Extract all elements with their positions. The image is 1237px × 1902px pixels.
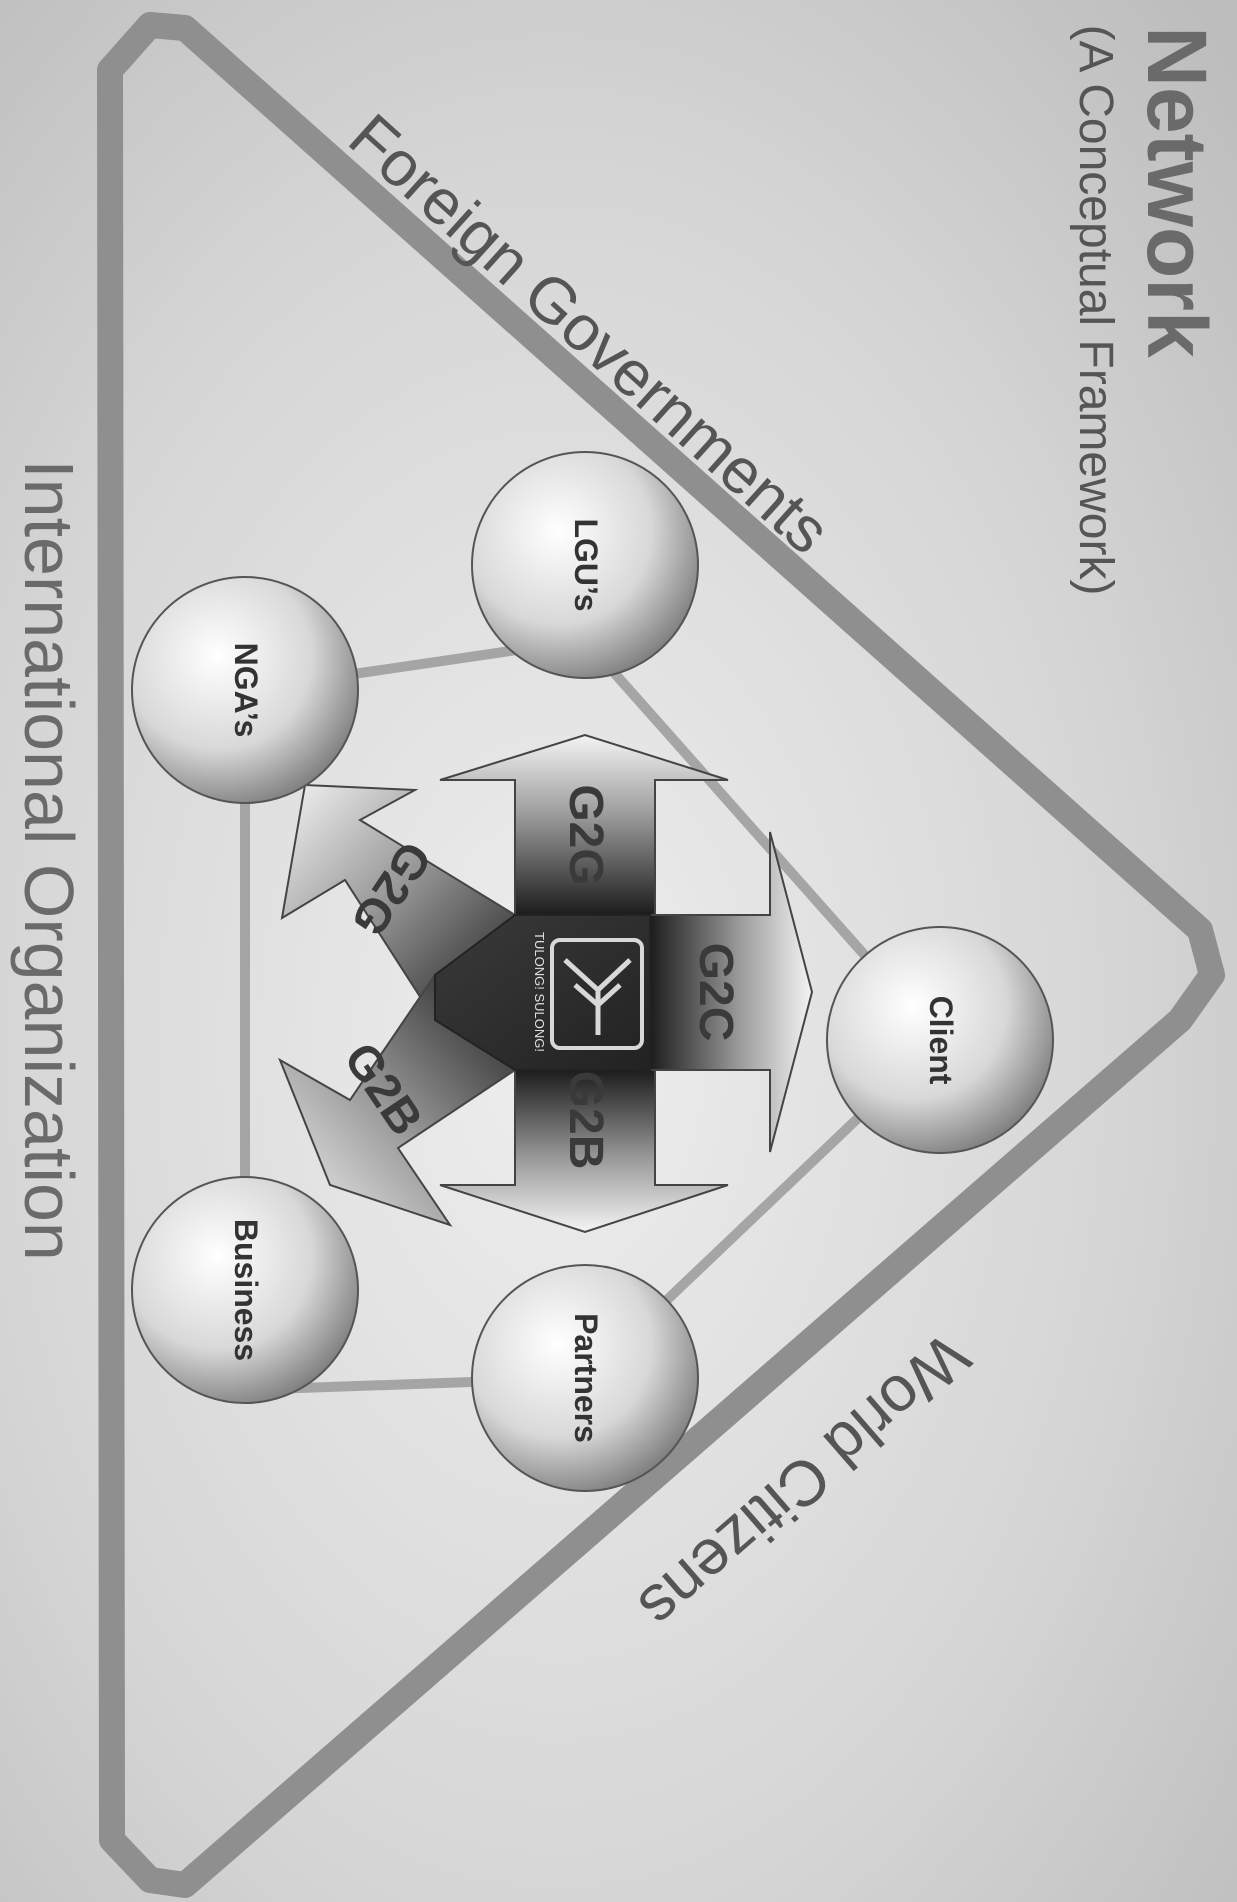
label-g2g-lgu: G2G [559, 784, 612, 885]
node-ngas: NGA’s [131, 576, 359, 804]
center-logo: TULONG! SULONG! [532, 932, 644, 1052]
node-partners-label: Partners [568, 1313, 604, 1443]
arrow-to-business [278, 973, 517, 1227]
arrow-to-lgus [439, 733, 729, 916]
label-g2b-partners: G2B [559, 1071, 612, 1170]
node-business: Business [131, 1176, 359, 1404]
outer-triangle [97, 12, 1225, 1898]
arrow-to-client [649, 831, 814, 1153]
page-title: Network [1130, 26, 1224, 358]
outer-label-bottom: International Organization [10, 459, 88, 1261]
node-lgus-label: LGU’s [568, 518, 604, 611]
node-client: Client [826, 926, 1054, 1154]
node-client-label: Client [923, 996, 959, 1085]
arrow-to-partners [439, 1069, 729, 1234]
node-business-label: Business [228, 1219, 264, 1361]
node-lgus: LGU’s [471, 451, 699, 679]
label-g2c-client: G2C [689, 943, 742, 1042]
node-ngas-label: NGA’s [228, 643, 264, 738]
logo-emblem-icon [563, 958, 632, 1035]
logo-text: TULONG! SULONG! [532, 932, 547, 1052]
logo-frame [550, 938, 644, 1050]
node-partners: Partners [471, 1264, 699, 1492]
page-subtitle: (A Conceptual Framework) [1069, 25, 1122, 596]
